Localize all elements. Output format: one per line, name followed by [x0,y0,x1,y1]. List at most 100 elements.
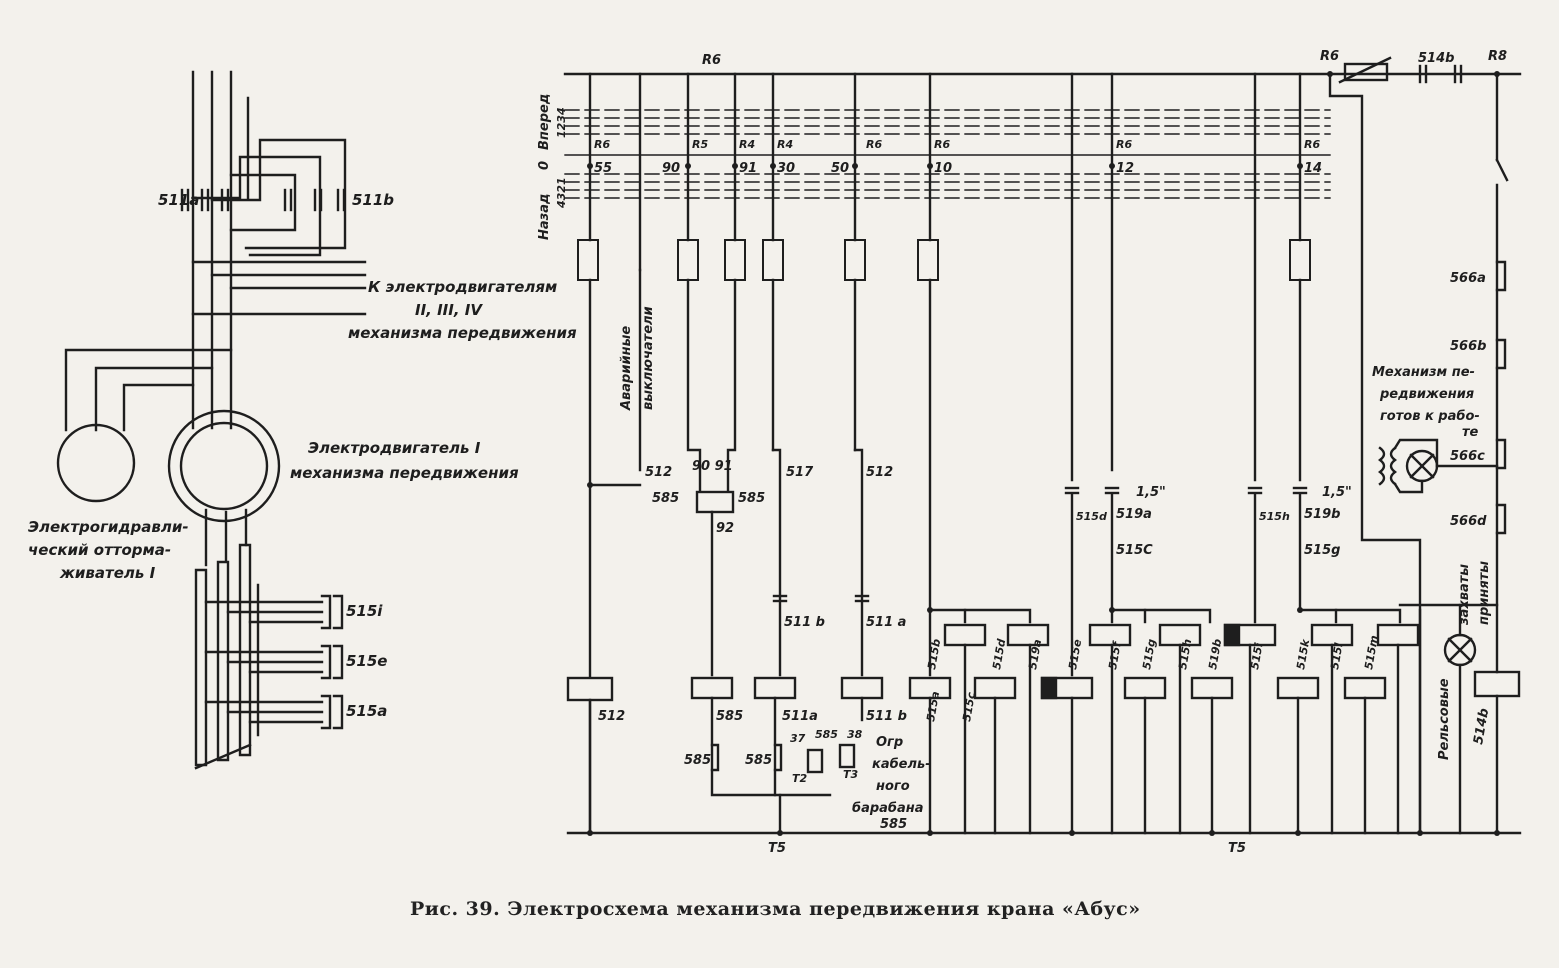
wire-55: 55 [594,161,612,176]
rk-label-6: R6 [934,138,950,151]
label-585-b: 585 [745,753,772,768]
coil-512: 512 [598,709,625,724]
label-515i: 515i [346,602,383,620]
label-vpered: Вперед [537,94,552,150]
coil-515m: 515m [1362,634,1381,670]
label-ready-3: готов к рабо- [1380,409,1480,424]
label-585-c: 585 [815,728,838,741]
label-566a: 566а [1450,271,1486,286]
label-rail-2: захваты [1457,564,1472,626]
wire-12: 12 [1116,161,1134,176]
label-rail-1: Рельсовые [1437,678,1452,760]
label-566c: 566с [1450,449,1485,464]
label-585-d: 585 [880,817,907,832]
coil-515l: 515l [1328,642,1345,671]
label-cable-2: кабель- [872,757,931,772]
label-r6-top: R6 [702,53,721,68]
label-515a: 515а [346,702,387,720]
label-t5-right: Т5 [1228,841,1246,856]
wire-90: 90 [662,161,680,176]
coil-515h: 515h [1176,638,1194,671]
label-motor-1: Электродвигатель I [308,439,481,457]
label-time-b: 1,5" [1322,485,1352,500]
label-pos-0: 0 [537,161,552,170]
wire-50: 50 [831,161,849,176]
coil-515f: 515f [1106,640,1124,671]
label-brake-1: Электрогидравли- [28,518,189,536]
coil-515k: 515k [1294,638,1312,671]
wire-14: 14 [1304,161,1322,176]
rk-label-8: R6 [1304,138,1320,151]
rk-label-4: R4 [777,138,793,151]
coil-511a: 511а [782,709,818,724]
right-chain-labels: 514b R8 566а 566b 566с 566d Механизм пе-… [1372,49,1507,760]
wire-30: 30 [777,161,795,176]
bottom-labels: 585 585 37 38 585 Т2 Т3 Огр кабель- ного… [684,728,1246,856]
coil-519a: 519а [1026,638,1044,670]
label-t5-left: Т5 [768,841,786,856]
figure-caption: Рис. 39. Электросхема механизма передвиж… [410,898,1141,920]
label-515h-mid: 515h [1259,510,1290,523]
label-511b-mid: 511 b [784,615,825,630]
label-585-right: 585 [738,491,765,506]
label-519a-mid: 519а [1116,507,1152,522]
label-511a: 511а [158,191,199,209]
label-517: 517 [786,465,814,480]
label-time-a: 1,5" [1136,485,1166,500]
label-511a-mid: 511 а [866,615,906,630]
rk-label-1: R6 [594,138,610,151]
label-emergency-2: выключатели [641,306,656,410]
label-514b-top: 514b [1418,51,1454,66]
coil-515d: 515d [990,638,1008,671]
label-ready-4: те [1462,425,1479,440]
rk-label-5: R6 [866,138,882,151]
label-511b: 511b [352,191,394,209]
coil-515a: 515а [924,690,942,722]
mid-labels: Аварийные выключатели 512 512 517 90 91 … [619,306,1352,630]
label-brake-3: живатель I [59,564,156,582]
label-t3: Т3 [843,768,859,781]
label-512-mid: 512 [645,465,672,480]
label-515c-mid: 515С [1116,543,1153,558]
coil-515c: 515с [960,691,978,723]
control-circuit [563,56,1522,835]
label-585-left: 585 [652,491,679,506]
label-515d-mid: 515d [1076,510,1107,523]
label-nazad: Назад [537,194,552,240]
label-rail-3: приняты [1477,561,1492,625]
left-labels: 511а 511b К электродвигателям II, III, I… [28,191,577,720]
rk-label-7: R6 [1116,138,1132,151]
label-92: 92 [716,521,734,536]
rk-label-2: R5 [692,138,708,151]
label-566d: 566d [1450,514,1487,529]
label-cable-1: Огр [876,735,903,750]
wire-10: 10 [934,161,952,176]
coil-515i: 515i [1248,642,1265,671]
coil-515b: 515b [925,638,943,671]
label-to-motors-1: К электродвигателям [368,278,557,296]
label-512b-mid: 512 [866,465,893,480]
label-515g-mid: 515g [1304,543,1340,558]
power-circuit [56,70,367,770]
wire-91: 91 [739,161,757,176]
controller-labels: R6 R6 Вперед 0 Назад 1234 4321 55 90 91 … [537,49,1339,240]
label-566b: 566b [1450,339,1486,354]
coil-519b: 519b [1206,638,1224,671]
label-90-91: 90 91 [692,459,733,474]
label-brake-2: ческий отторма- [28,541,171,559]
label-519b-mid: 519b [1304,507,1340,522]
label-585-a: 585 [684,753,711,768]
coil-514b: 514b [1471,707,1492,746]
label-back-positions: 4321 [555,177,568,209]
label-cable-3: ного [876,779,910,794]
label-t2: Т2 [792,772,808,785]
label-cable-4: барабана [852,801,924,816]
label-to-motors-2: II, III, IV [415,301,483,319]
label-38: 38 [847,728,863,741]
label-r6-right: R6 [1320,49,1339,64]
label-ready-2: редвижения [1379,387,1474,402]
coil-511b: 511 b [866,709,907,724]
rk-label-3: R4 [739,138,755,151]
label-emergency-1: Аварийные [619,326,634,411]
